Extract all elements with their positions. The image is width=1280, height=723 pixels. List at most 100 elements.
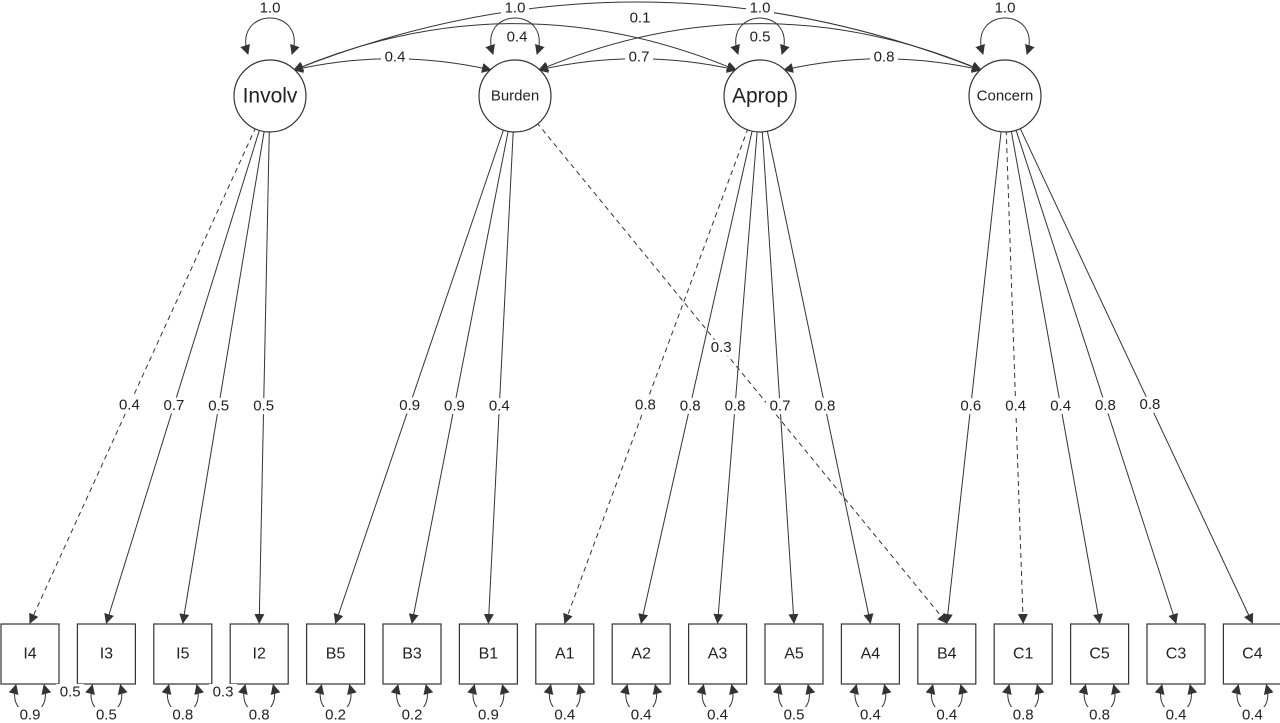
loading-label-concern-c5: 0.4 bbox=[1050, 397, 1071, 414]
coefficient-label-bg bbox=[810, 397, 839, 414]
loading-label-concern-b4: 0.6 bbox=[960, 398, 981, 415]
loading-arrow-burden-b4 bbox=[536, 122, 948, 624]
manifest-node-c1: C1 0.8 bbox=[993, 623, 1053, 723]
coefficient-label-bg bbox=[485, 398, 514, 415]
residual-label: 0.4 bbox=[707, 707, 728, 723]
loading-label-concern-c4: 0.8 bbox=[1139, 396, 1160, 413]
latent-circle bbox=[968, 59, 1042, 133]
coefficient-label-bg bbox=[256, 0, 284, 16]
coefficient-label-bg bbox=[780, 707, 808, 723]
coefficient-label-bg bbox=[627, 707, 656, 723]
manifest-label: B3 bbox=[402, 646, 422, 663]
coefficient-label-bg bbox=[92, 707, 121, 723]
loading-arrow-concern-c4 bbox=[1019, 126, 1254, 624]
manifest-node-a1: A10.4 bbox=[535, 623, 595, 723]
loading-arrow-involv-i4 bbox=[29, 126, 257, 624]
manifest-box bbox=[1146, 623, 1206, 685]
manifest-box bbox=[382, 623, 442, 685]
loading-label-involv-i5: 0.5 bbox=[208, 397, 229, 414]
residual-label: 0.4 bbox=[631, 707, 652, 723]
loading-label-aprop-a5: 0.7 bbox=[770, 398, 791, 415]
residual-label: 0.4 bbox=[554, 707, 575, 723]
loading-arrow-concern-c3 bbox=[1015, 128, 1178, 624]
residual-label: 0.9 bbox=[478, 707, 499, 723]
coefficient-label-bg bbox=[550, 707, 579, 723]
manifest-label: A2 bbox=[631, 646, 651, 663]
residual-label: 0.2 bbox=[402, 707, 423, 723]
loading-arrow-concern-b4 bbox=[942, 129, 1002, 624]
loading-label-burden-b3: 0.9 bbox=[444, 397, 465, 414]
loading-arrow-involv-i2 bbox=[254, 130, 270, 624]
manifest-box bbox=[611, 623, 671, 685]
manifest-box bbox=[687, 623, 748, 685]
residual-label: 0.4 bbox=[1242, 707, 1263, 723]
manifest-node-i2: I20.8 bbox=[229, 623, 289, 723]
coefficient-label-bg bbox=[703, 707, 732, 723]
residual-label: 0.8 bbox=[1013, 707, 1034, 723]
manifest-label: I3 bbox=[100, 646, 113, 663]
loading-label-concern-c1: 0.4 bbox=[1005, 398, 1026, 415]
loading-arrow-aprop-a5 bbox=[761, 130, 799, 624]
manifest-node-c3: C30.4 bbox=[1146, 623, 1206, 723]
loading-label-involv-i4: 0.4 bbox=[119, 396, 140, 413]
loading-arrow-concern-c5 bbox=[1010, 129, 1103, 624]
manifest-box bbox=[0, 623, 60, 685]
coefficient-label-bg bbox=[381, 49, 409, 65]
coefficient-label-bg bbox=[676, 397, 705, 414]
loading-arrow-aprop-a3 bbox=[713, 130, 758, 624]
coefficient-label-bg bbox=[204, 397, 233, 414]
loading-label-aprop-a1: 0.8 bbox=[635, 397, 656, 414]
manifest-label: B1 bbox=[479, 646, 499, 663]
coefficient-label-bg bbox=[1162, 707, 1190, 723]
latent-circle bbox=[723, 59, 797, 133]
loading-layer bbox=[29, 122, 1254, 624]
manifest-node-a4: A40.4 bbox=[840, 623, 901, 723]
latent-label: Burden bbox=[491, 88, 539, 105]
coefficient-label-bg bbox=[746, 29, 774, 45]
coefficient-label-bg bbox=[16, 707, 44, 723]
loading-arrow-aprop-a2 bbox=[638, 129, 753, 624]
manifest-box bbox=[76, 623, 137, 685]
coefficient-label-bg bbox=[321, 707, 350, 723]
loading-label-burden-b4: 0.3 bbox=[711, 339, 732, 356]
manifest-node-b4: B4 0.4 bbox=[917, 623, 977, 723]
manifest-label: A5 bbox=[784, 646, 804, 663]
covariance-label-involv-aprop: 0.4 bbox=[507, 29, 528, 46]
coefficient-label-bg bbox=[245, 707, 274, 723]
covariance-label-involv-concern: 0.1 bbox=[630, 10, 651, 27]
loading-label-involv-i3: 0.7 bbox=[164, 397, 185, 414]
coefficient-label-bg bbox=[626, 10, 654, 26]
manifest-label: C5 bbox=[1089, 646, 1110, 663]
loading-label-aprop-a2: 0.8 bbox=[680, 397, 701, 414]
manifest-node-a5: A50.5 bbox=[764, 623, 824, 723]
coefficient-label-bg bbox=[721, 398, 750, 415]
manifest-label: C1 bbox=[1013, 646, 1034, 663]
manifest-label: I2 bbox=[253, 646, 266, 663]
variance-loop bbox=[485, 17, 545, 55]
covariance-arc-burden-concern bbox=[538, 23, 982, 72]
coefficient-label-bg bbox=[398, 707, 426, 723]
residual-label: 0.4 bbox=[936, 707, 957, 723]
coefficient-label-bg bbox=[625, 49, 653, 65]
manifest-box bbox=[1069, 623, 1130, 685]
manifest-box bbox=[535, 623, 595, 685]
loading-label-concern-c3: 0.8 bbox=[1095, 397, 1116, 414]
variance-label: 1.0 bbox=[750, 0, 771, 17]
manifest-box bbox=[153, 623, 213, 685]
coefficient-label-bg bbox=[474, 707, 503, 723]
manifest-label: B4 bbox=[937, 646, 957, 663]
coefficient-label-bg bbox=[503, 29, 531, 45]
coefficient-label-bg bbox=[631, 397, 660, 414]
covariance-label-aprop-concern: 0.8 bbox=[874, 49, 895, 66]
latent-label: Involv bbox=[243, 85, 298, 108]
covariance-label-burden-concern: 0.5 bbox=[750, 29, 771, 46]
residual-label: 0.4 bbox=[1166, 707, 1187, 723]
coefficient-label-bg bbox=[956, 398, 985, 415]
manifest-label: A3 bbox=[708, 646, 728, 663]
latent-label: Aprop bbox=[732, 85, 788, 108]
manifest-box bbox=[306, 623, 366, 685]
loading-arrow-involv-i3 bbox=[104, 128, 261, 624]
